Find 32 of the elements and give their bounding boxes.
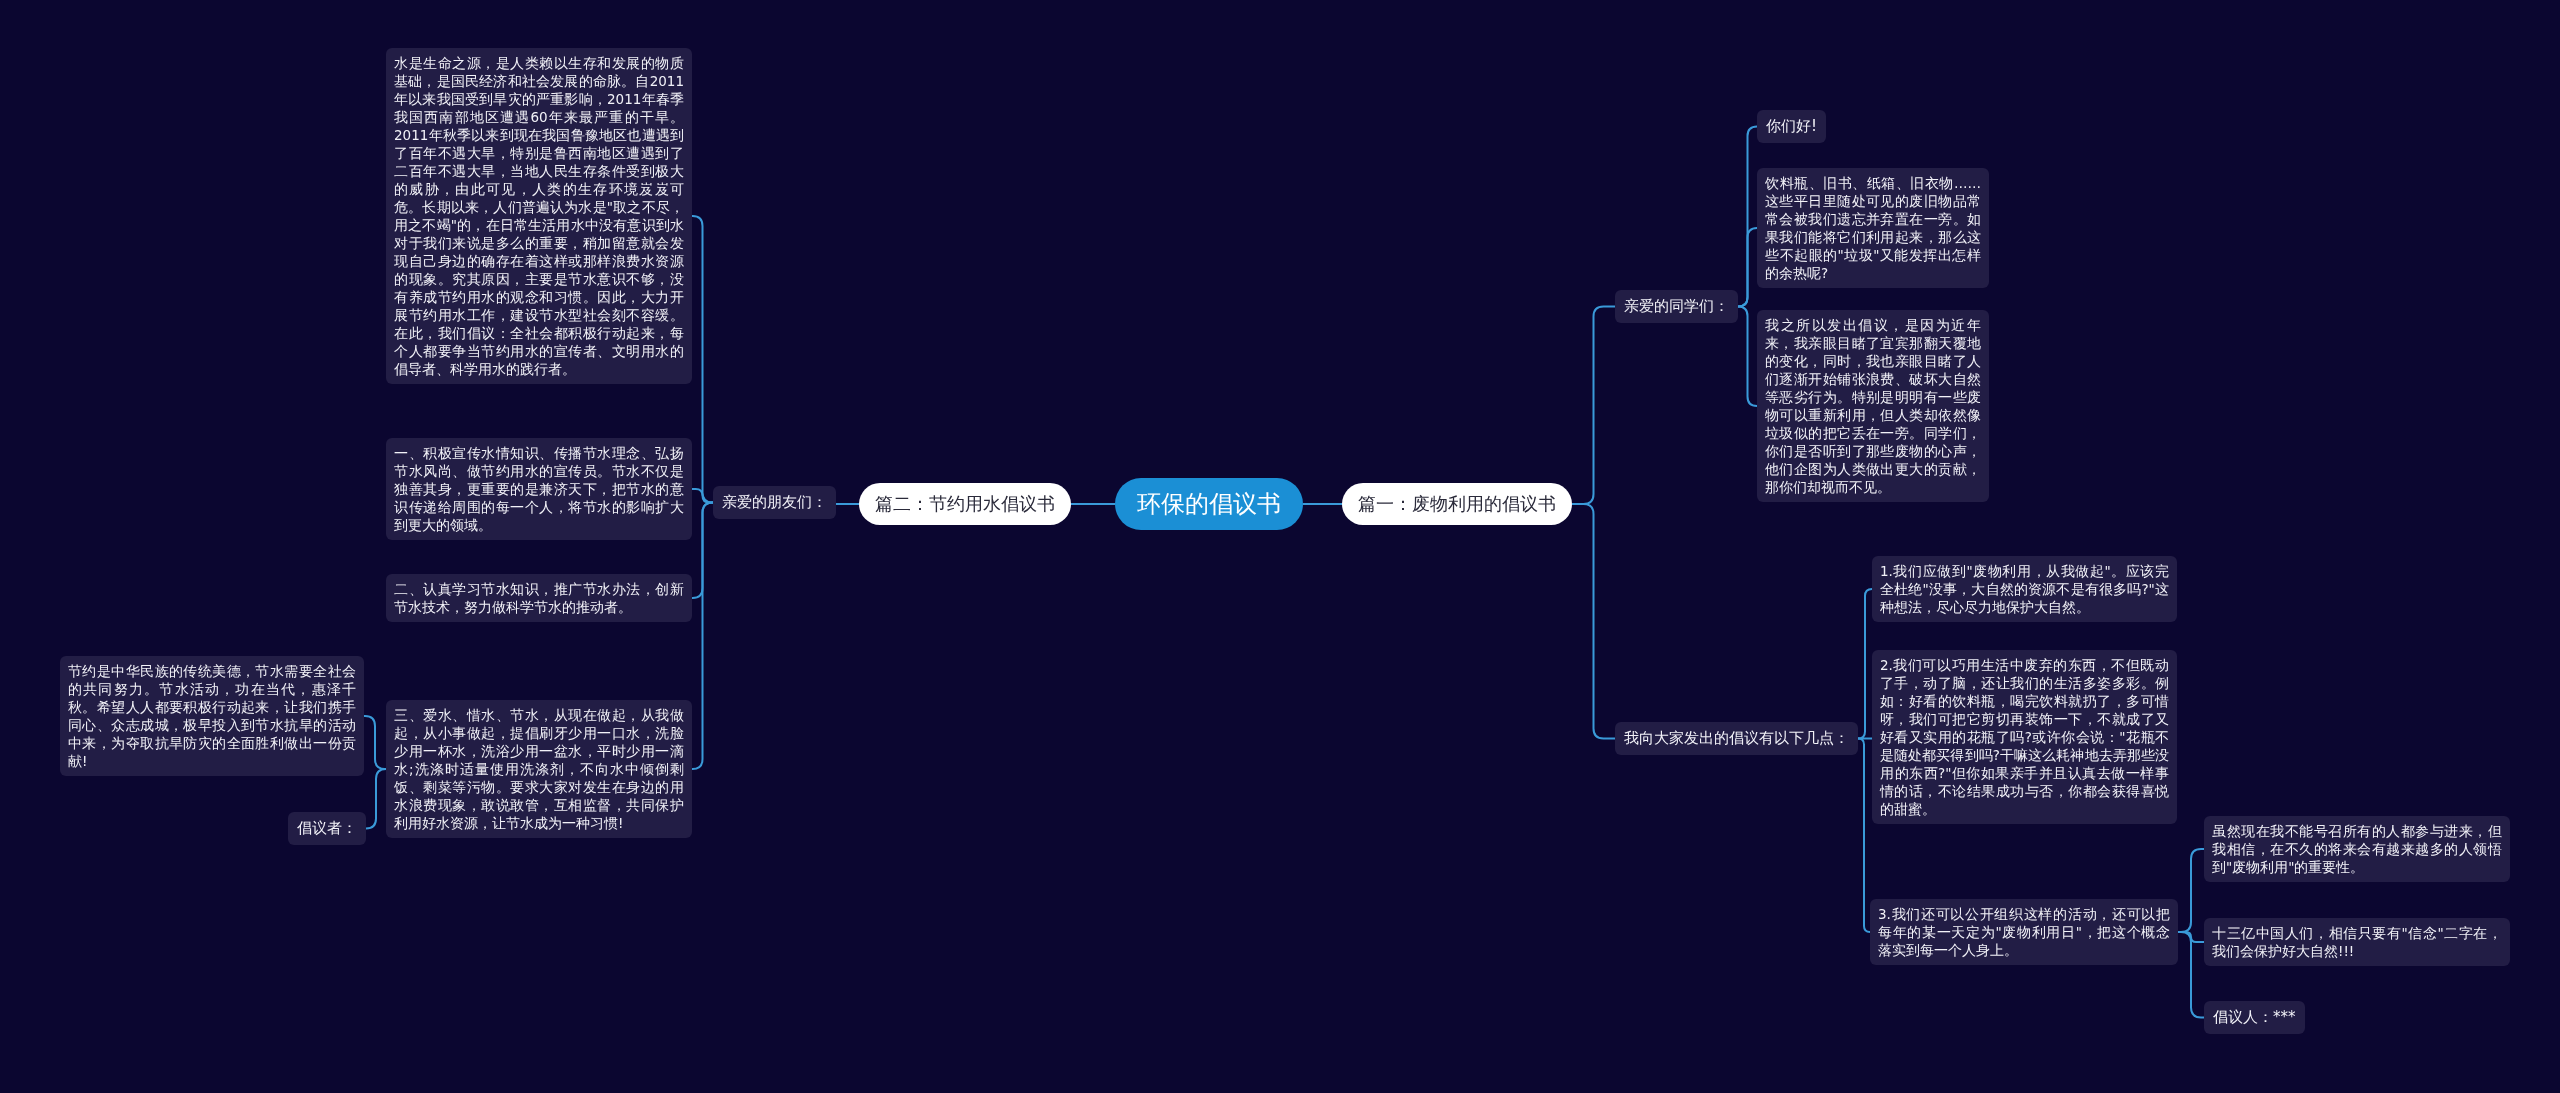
subtopic-box: 倡议者：	[288, 812, 366, 845]
branch-topic: 篇一：废物利用的倡议书	[1342, 483, 1572, 525]
branch-topic: 篇二：节约用水倡议书	[859, 483, 1071, 525]
connector-line	[1571, 503, 1616, 740]
connector-line	[691, 501, 714, 770]
connector-line	[365, 768, 387, 830]
text-card: 水是生命之源，是人类赖以生存和发展的物质基础，是国民经济和社会发展的命脉。自2011年以来我国受到旱灾的严重影响，2011年春季我国西南部地区遭遇60年来最严重的干旱。2011年秋季以来到现在我国鲁豫地区也遭遇到了百年不遇大旱，特别是鲁西南地区遭遇到了二百年不遇大旱，当地人民生存条件受到极大的威胁，由此可见，人类的生存环境岌岌可危。长期以来，人们普遍认为水是"取之不尽，用之不竭"的，在日常生活用水中没有意识到水对于我们来说是多么的重要，稍加留意就会发现自己身边的确存在着这样或那样浪费水资源的现象。究其原因，主要是节水意识不够，没有养成节约用水的观念和习惯。因此，大力开展节约用水工作，建设节水型社会刻不容缓。在此，我们倡议：全社会都积极行动起来，每个人都要争当节约用水的宣传者、文明用水的倡导者、科学用水的践行者。	[386, 48, 692, 384]
subtopic-box: 亲爱的朋友们：	[713, 486, 836, 519]
subtopic-box: 倡议人：***	[2204, 1001, 2305, 1034]
connector-line	[1857, 737, 1871, 933]
subtopic-box: 我向大家发出的倡议有以下几点：	[1615, 722, 1858, 755]
connector-line	[1737, 227, 1758, 308]
text-card: 节约是中华民族的传统美德，节水需要全社会的共同努力。节水活动，功在当代，惠泽千秋。希望人人都要积极行动起来，让我们携手同心、众志成城，极早投入到节水抗旱的活动中来，为夺取抗旱防灾的全面胜利做出一份贡献!	[60, 656, 364, 776]
subtopic-box: 你们好!	[1757, 110, 1826, 143]
connector-line	[1302, 503, 1343, 505]
text-card: 二、认真学习节水知识，推广节水办法，创新节水技术，努力做科学节水的推动者。	[386, 574, 692, 622]
text-card: 我之所以发出倡议，是因为近年来，我亲眼目睹了宜宾那翻天覆地的变化，同时，我也亲眼目睹了人们逐渐开始铺张浪费、破坏大自然等恶劣行为。特别是明明有一些废物可以重新利用，但人类却依然像垃圾似的把它丢在一旁。同学们，你们是否听到了那些废物的心声，他们企图为人类做出更大的贡献，那你们却视而不见。	[1757, 310, 1989, 502]
connector-line	[1070, 503, 1116, 505]
text-card: 十三亿中国人们，相信只要有"信念"二字在，我们会保护好大自然!!!	[2204, 918, 2510, 966]
connector-line	[691, 215, 714, 504]
connector-line	[835, 503, 860, 505]
text-card: 三、爱水、惜水、节水，从现在做起，从我做起，从小事做起，提倡刷牙少用一口水，洗脸少用一杯水，洗浴少用一盆水，平时少用一滴水;洗涤时适量使用洗涤剂，不向水中倾倒剩饭、剩菜等污物。要求大家对发生在身边的用水浪费现象，敢说敢管，互相监督，共同保护利用好水资源，让节水成为一种习惯!	[386, 700, 692, 838]
text-card: 1.我们应做到"废物利用，从我做起"。应该完全杜绝"没事，大自然的资源不是有很多吗?"这种想法，尽心尽力地保护大自然。	[1872, 556, 2177, 622]
central-topic: 环保的倡议书	[1115, 478, 1303, 530]
text-card: 虽然现在我不能号召所有的人都参与进来，但我相信，在不久的将来会有越来越多的人领悟到"废物利用"的重要性。	[2204, 816, 2510, 882]
text-card: 3.我们还可以公开组织这样的活动，还可以把每年的某一天定为"废物利用日"，把这个概念落实到每一个人身上。	[1870, 899, 2178, 965]
text-card: 饮料瓶、旧书、纸箱、旧衣物……这些平日里随处可见的废旧物品常常会被我们遗忘并弃置在一旁。如果我们能将它们利用起来，那么这些不起眼的"垃圾"又能发挥出怎样的余热呢?	[1757, 168, 1989, 288]
connector-line	[1857, 588, 1873, 740]
connector-line	[1737, 305, 1758, 407]
subtopic-box: 亲爱的同学们：	[1615, 290, 1738, 323]
text-card: 2.我们可以巧用生活中废弃的东西，不但既动了手，动了脑，还让我们的生活多姿多彩。例如：好看的饮料瓶，喝完饮料就扔了，多可惜呀，我们可把它剪切再装饰一下，不就成了又好看又实用的花瓶了吗?或许你会说："花瓶不是随处都买得到吗?干嘛这么耗神地去弄那些没用的东西?"但你如果亲手并且认真去做一样事情的话，不论结果成功与否，你都会获得喜悦的甜蜜。	[1872, 650, 2177, 824]
text-card: 一、积极宣传水情知识、传播节水理念、弘扬节水风尚、做节约用水的宣传员。节水不仅是独善其身，更重要的是兼济天下，把节水的意识传递给周围的每一个人，将节水的影响扩大到更大的领域。	[386, 438, 692, 540]
